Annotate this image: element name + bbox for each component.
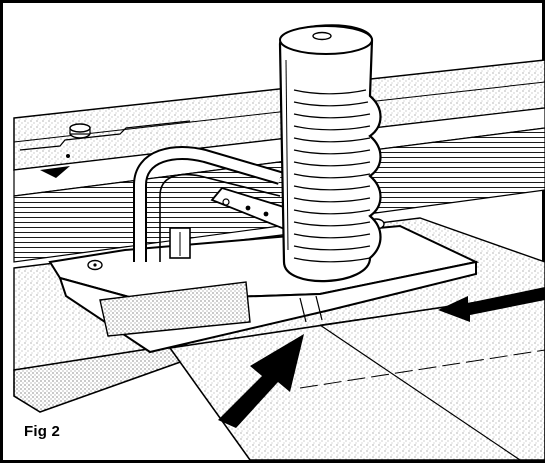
caption-backing <box>14 414 84 446</box>
push-direction-arrow <box>218 334 304 428</box>
slide-direction-arrow <box>438 287 545 322</box>
cutter-handle <box>278 24 382 283</box>
hook-bracket <box>133 146 282 262</box>
figure-caption: Fig 2 <box>24 423 61 440</box>
